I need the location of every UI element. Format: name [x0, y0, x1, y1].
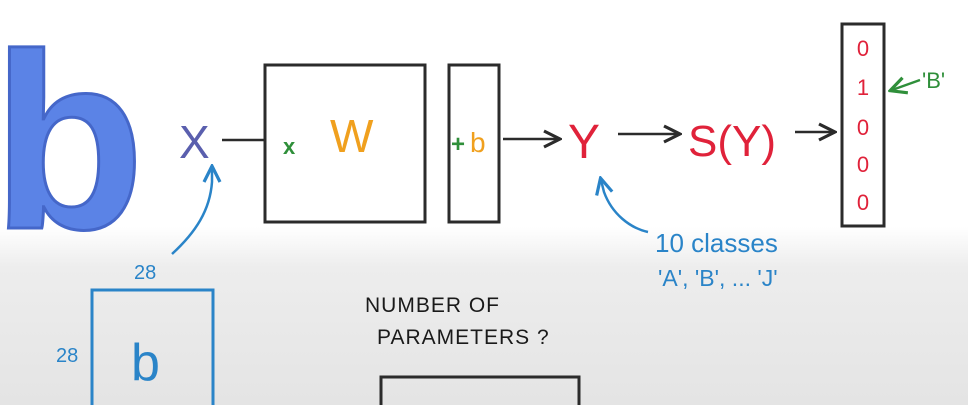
one-hot-values: 0 1 0 0 0 [857, 36, 869, 215]
one-hot-vector-box [840, 22, 886, 228]
softmax-label: S(Y) [688, 117, 776, 166]
bias-label: b [470, 127, 486, 158]
classes-list-text: 'A', 'B', ... 'J' [658, 265, 778, 291]
add-op: + [451, 131, 465, 158]
image-height-label: 28 [56, 345, 78, 367]
input-image-letter: b [131, 334, 160, 392]
image-to-x-arrow [171, 168, 212, 255]
logo-letter: b [0, 2, 145, 281]
input-image-box [90, 288, 215, 405]
bias-box [447, 63, 501, 224]
one-hot-value: 0 [857, 190, 869, 215]
one-hot-value: 0 [857, 115, 869, 140]
weights-box [263, 63, 427, 224]
question-line-1: NUMBER OF [365, 294, 500, 317]
target-class-label: 'B' [922, 68, 945, 93]
answer-box [379, 375, 581, 405]
multiply-op: x [283, 134, 296, 159]
logo-b-icon: b [0, 1, 146, 283]
weights-label: W [330, 110, 374, 162]
output-y-label: Y [568, 116, 600, 169]
classes-pointer-arrow [601, 180, 649, 234]
one-hot-value: 0 [857, 36, 869, 61]
question-line-2: PARAMETERS ? [377, 326, 550, 349]
one-hot-value: 0 [857, 152, 869, 177]
input-x-label: X [179, 116, 210, 168]
target-class-arrow [892, 80, 921, 90]
image-width-label: 28 [134, 262, 156, 284]
one-hot-value: 1 [857, 75, 869, 100]
classes-count-text: 10 classes [655, 228, 778, 258]
